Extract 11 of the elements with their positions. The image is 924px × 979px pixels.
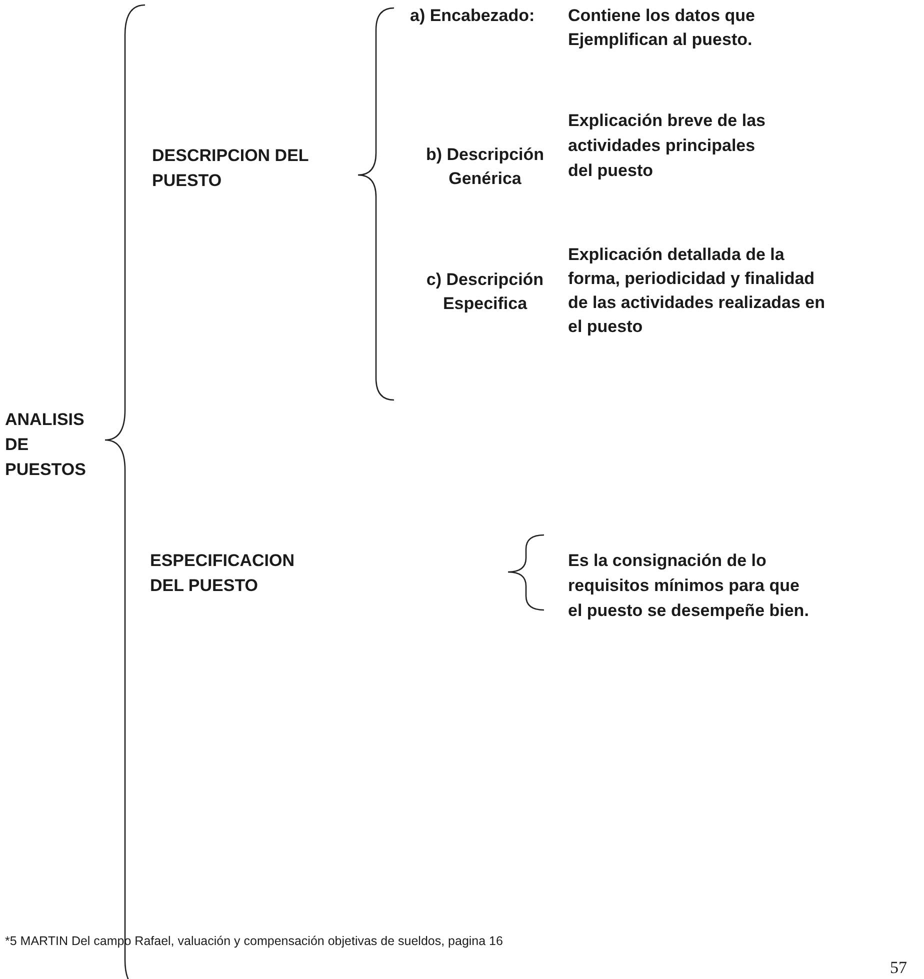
item-heading: c) Descripción Especifica	[425, 269, 545, 315]
page-number: 57	[890, 958, 908, 978]
item-description: Es la consignación de lo requisitos mínimos para que el puesto se desempeñe bien.	[568, 550, 810, 622]
category-heading: ESPECIFICACION DEL PUESTO	[150, 550, 296, 597]
item-heading: b) Descripción Genérica	[424, 144, 546, 190]
item-description: Explicación breve de las actividades principales del puesto	[568, 110, 766, 182]
main-heading: ANALISIS DE PUESTOS	[5, 409, 87, 481]
item-heading: a) Encabezado:	[410, 5, 536, 27]
item-description: Explicación detallada de la forma, periodicidad y finalidad de las actividades realizadas en el puesto	[568, 244, 826, 338]
item-description: Contiene los datos que Ejemplifican al puesto.	[568, 5, 756, 51]
category-heading: DESCRIPCION DEL PUESTO	[152, 145, 310, 192]
